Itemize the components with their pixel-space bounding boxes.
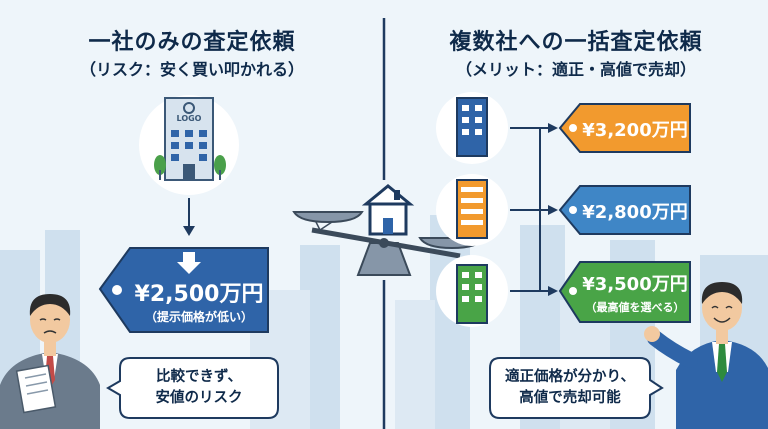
left-title: 一社のみの査定依頼 <box>88 30 296 55</box>
single-offer-price: ¥2,500万円 <box>134 282 264 307</box>
company-building-green-icon <box>436 255 508 327</box>
price-tag-offer-1 <box>558 103 691 153</box>
company-building-orange-icon <box>436 174 508 246</box>
left-subtitle: （リスク：安く買い叩かれる） <box>79 60 304 79</box>
single-offer-note: （提示価格が低い） <box>144 310 253 324</box>
offer-2-price: ¥2,800万円 <box>582 202 688 223</box>
right-subtitle: （メリット：適正・高値で売却） <box>455 60 696 79</box>
price-tag-offer-3 <box>558 261 691 323</box>
speech-bubble-left <box>106 357 279 419</box>
offer-1-price: ¥3,200万円 <box>582 120 688 141</box>
office-building-icon <box>139 95 239 195</box>
logo-label: LOGO <box>176 114 202 123</box>
right-bubble-text: 適正価格が分かり、 高値で売却可能 <box>505 369 635 406</box>
company-building-blue-icon <box>436 92 508 164</box>
left-bubble-text: 比較できず、 安値のリスク <box>155 369 243 406</box>
right-title: 複数社への一括査定依頼 <box>449 30 703 55</box>
worried-businessman-icon <box>0 294 100 429</box>
offer-3-note: （最高値を選べる） <box>585 301 685 314</box>
offer-3-price: ¥3,500万円 <box>582 274 688 295</box>
happy-businessman-icon <box>644 282 768 429</box>
speech-bubble-right <box>489 357 664 419</box>
price-tag-single <box>98 247 269 333</box>
price-tag-offer-2 <box>558 185 691 235</box>
